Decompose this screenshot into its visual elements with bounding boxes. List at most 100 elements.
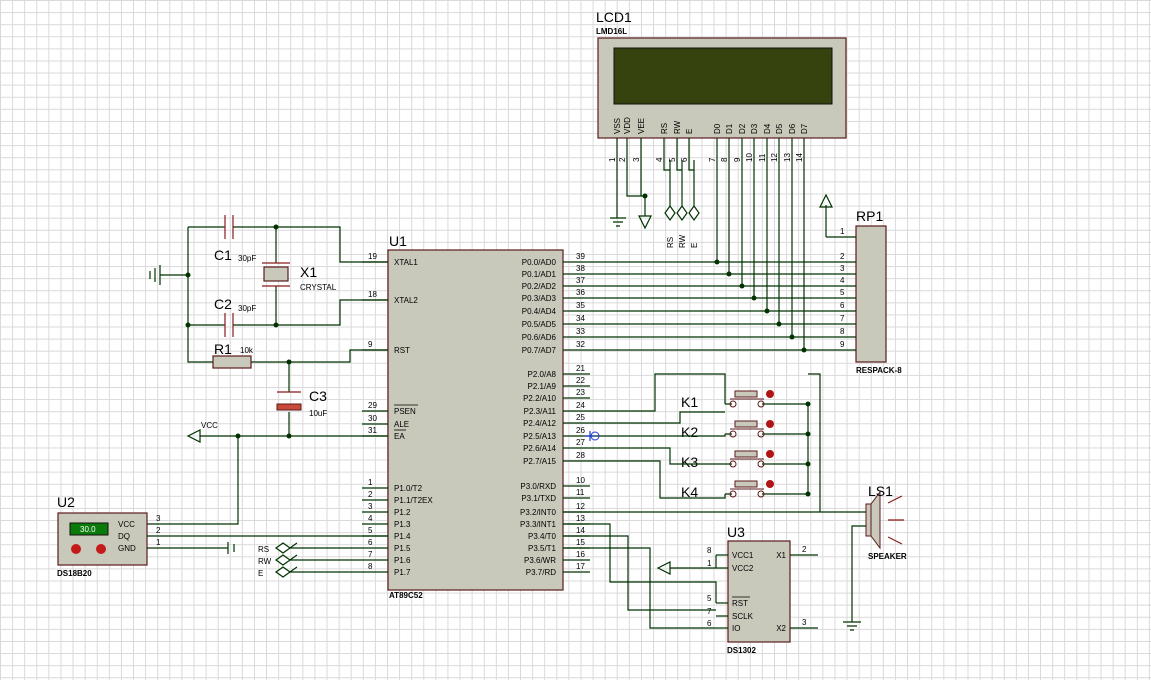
terminal-label: RS bbox=[258, 545, 269, 554]
mcu-pin-name: P2.3/A11 bbox=[524, 407, 557, 416]
key-label: K2 bbox=[681, 424, 698, 440]
lcd-pin-name: E bbox=[685, 129, 694, 134]
x1-value: CRYSTAL bbox=[300, 283, 337, 292]
mcu-pin-number: 39 bbox=[576, 252, 585, 261]
lcd-pin-number: 14 bbox=[795, 153, 804, 162]
r1-ref: R1 bbox=[214, 341, 232, 357]
lcd-pin-name: RW bbox=[673, 120, 682, 134]
rp1-pin-number: 2 bbox=[840, 252, 845, 261]
mcu-pin-name: P3.0/RXD bbox=[520, 482, 556, 491]
cursor-marker bbox=[585, 431, 595, 441]
ds1302-pin-name: X1 bbox=[776, 551, 786, 560]
mcu-pin-name: P0.6/AD6 bbox=[522, 333, 557, 342]
mcu-pin-name: P0.3/AD3 bbox=[522, 294, 557, 303]
lcd-pin-number: 12 bbox=[770, 153, 779, 162]
lcd-pin-name: D6 bbox=[788, 123, 797, 134]
key-contact bbox=[757, 460, 765, 468]
ds1302-pin-number: 2 bbox=[802, 545, 807, 554]
ds1302-pin-name: IO bbox=[732, 624, 740, 633]
ds18b20-button-left[interactable] bbox=[71, 544, 81, 554]
lcd-pin-number: 2 bbox=[618, 157, 627, 162]
terminal-label: RW bbox=[258, 557, 272, 566]
ds18b20-pin-name: GND bbox=[118, 544, 136, 553]
key-label: K4 bbox=[681, 484, 698, 500]
mcu-pin-number: 21 bbox=[576, 364, 585, 373]
key-cap[interactable] bbox=[734, 390, 758, 398]
mcu-pin-name: P3.1/TXD bbox=[521, 494, 556, 503]
lcd-pin-number: 4 bbox=[655, 157, 664, 162]
ds1302-pin-name: X2 bbox=[776, 624, 786, 633]
mcu-pin-number: 2 bbox=[368, 490, 373, 499]
key-indicator bbox=[766, 480, 774, 488]
key-contact bbox=[757, 490, 765, 498]
mcu-pin-name: P2.2/A10 bbox=[523, 394, 556, 403]
lcd-pin-name: VSS bbox=[613, 118, 622, 134]
mcu-pin-number: 22 bbox=[576, 376, 585, 385]
mcu-pin-number: 36 bbox=[576, 288, 585, 297]
ds1302-ref: U3 bbox=[727, 524, 745, 540]
mcu-pin-name: P1.2 bbox=[394, 508, 411, 517]
ds18b20-pin-name: VCC bbox=[118, 520, 135, 529]
lcd-module[interactable]: LCD1 LMD16L VSS1VDD2VEE3RS4RW5E6D07D18D2… bbox=[596, 9, 847, 162]
junction bbox=[714, 259, 720, 265]
lcd-pin-name: VDD bbox=[623, 117, 632, 134]
mcu-pin-name: P2.1/A9 bbox=[528, 382, 557, 391]
ds18b20-ref: U2 bbox=[57, 494, 75, 510]
x1-ref: X1 bbox=[300, 264, 317, 280]
mcu-pin-number: 4 bbox=[368, 514, 373, 523]
ds18b20-part: DS18B20 bbox=[57, 569, 92, 578]
mcu-pin-name: P0.7/AD7 bbox=[522, 346, 557, 355]
lcd-pin-name: D2 bbox=[738, 123, 747, 134]
mcu-ref: U1 bbox=[389, 233, 407, 249]
mcu-pin-number: 17 bbox=[576, 562, 585, 571]
lcd-pin-number: 6 bbox=[680, 157, 689, 162]
c3-ref: C3 bbox=[309, 388, 327, 404]
mcu-pin-number: 34 bbox=[576, 314, 585, 323]
ds1302-pin-name: VCC1 bbox=[732, 551, 754, 560]
speaker-ls1[interactable]: LS1 SPEAKER bbox=[563, 483, 907, 631]
key-indicator bbox=[766, 420, 774, 428]
mcu-pin-number: 13 bbox=[576, 514, 585, 523]
mcu-at89c52[interactable]: U1 AT89C52 19XTAL118XTAL29RST29PSEN30ALE… bbox=[362, 233, 590, 600]
key-cap[interactable] bbox=[734, 420, 758, 428]
mcu-pin-name: P0.1/AD1 bbox=[522, 270, 557, 279]
terminal-label: E bbox=[258, 569, 263, 578]
wire bbox=[808, 373, 821, 512]
ds1302-pin-number: 1 bbox=[707, 559, 712, 568]
rp1-body bbox=[855, 225, 887, 363]
ds1302-pin-number: 5 bbox=[707, 594, 712, 603]
lcd-pin-name: VEE bbox=[637, 118, 646, 134]
mcu-pin-name: P3.5/T1 bbox=[528, 544, 557, 553]
mcu-pin-name: P0.4/AD4 bbox=[522, 307, 557, 316]
key-cap[interactable] bbox=[734, 480, 758, 488]
mcu-pin-name: P1.3 bbox=[394, 520, 411, 529]
wire bbox=[664, 204, 676, 222]
key-contact bbox=[729, 430, 737, 438]
key-contact bbox=[729, 400, 737, 408]
rp1-part: RESPACK-8 bbox=[856, 366, 902, 375]
mcu-pin-number: 14 bbox=[576, 526, 585, 535]
mcu-body bbox=[387, 249, 564, 591]
c1-value: 30pF bbox=[238, 254, 256, 263]
mcu-pin-name: P2.6/A14 bbox=[523, 444, 556, 453]
junction bbox=[764, 308, 770, 314]
c2-value: 30pF bbox=[238, 304, 256, 313]
vcc-label: VCC bbox=[201, 421, 218, 430]
lcd-pin-number: 1 bbox=[608, 157, 617, 162]
mcu-pin-number: 19 bbox=[368, 252, 377, 261]
mcu-pin-name: P0.2/AD2 bbox=[522, 282, 557, 291]
ds18b20-button-right[interactable] bbox=[96, 544, 106, 554]
ds1302-body bbox=[727, 540, 791, 643]
key-cap[interactable] bbox=[734, 450, 758, 458]
mcu-pin-number: 32 bbox=[576, 340, 585, 349]
mcu-pin-number: 29 bbox=[368, 401, 377, 410]
rp1-pin-number: 6 bbox=[840, 301, 845, 310]
lcd-pin-number: 11 bbox=[758, 153, 767, 162]
mcu-pin-number: 26 bbox=[576, 426, 585, 435]
